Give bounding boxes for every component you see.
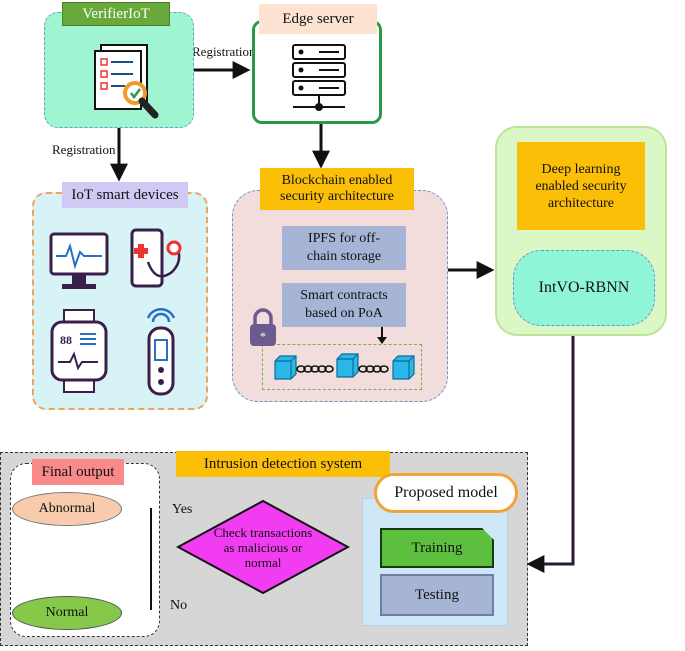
verifier-iot-box bbox=[44, 12, 194, 128]
normal-output: Normal bbox=[12, 596, 122, 630]
document-verify-icon bbox=[94, 44, 159, 119]
smart-line2: based on PoA bbox=[305, 306, 383, 321]
edge-server-title: Edge server bbox=[259, 4, 377, 34]
testing-stage: Testing bbox=[380, 574, 494, 616]
ecg-monitor-icon bbox=[49, 232, 109, 289]
ipfs-storage-box: IPFS for off-chain storage bbox=[282, 226, 406, 270]
smart-contracts-box: Smart contracts based on PoA bbox=[282, 283, 406, 327]
edge-label-registration-top: Registration bbox=[192, 44, 256, 59]
iot-devices-title: IoT smart devices bbox=[62, 182, 188, 208]
blockchain-chain-box bbox=[262, 344, 422, 390]
decision-diamond bbox=[176, 499, 350, 595]
ipfs-line2: chain storage bbox=[306, 249, 382, 264]
edge-label-registration-left: Registration bbox=[52, 142, 116, 157]
edge-server-box bbox=[252, 20, 382, 124]
verifier-iot-title: VerifierIoT bbox=[62, 2, 170, 26]
arrow-dl-to-proposed bbox=[526, 336, 575, 573]
sensor-remote-icon bbox=[146, 308, 176, 396]
decision-line1: Check transactions bbox=[213, 524, 313, 540]
dl-title-line3: architecture bbox=[547, 195, 615, 211]
blockchain-title-line1: Blockchain enabled bbox=[281, 173, 393, 188]
decision-line2: as malicious or bbox=[223, 539, 303, 555]
no-label: No bbox=[170, 598, 188, 613]
ipfs-line1: IPFS for off- bbox=[307, 231, 381, 246]
dl-title-line1: Deep learning bbox=[541, 161, 621, 177]
server-rack-icon bbox=[292, 44, 346, 111]
ids-title: Intrusion detection system bbox=[176, 451, 390, 477]
block-chain-icon bbox=[274, 353, 415, 380]
padlock-symbol: * bbox=[260, 329, 266, 343]
proposed-model-title: Proposed model bbox=[374, 473, 518, 513]
training-stage: Training bbox=[380, 528, 494, 568]
final-output-title: Final output bbox=[32, 459, 124, 485]
phone-stethoscope-icon bbox=[130, 228, 182, 288]
smartwatch-icon: 88 bbox=[50, 309, 108, 393]
intvo-rbnn-model: IntVO-RBNN bbox=[513, 250, 655, 326]
blockchain-title-line2: security architecture bbox=[280, 189, 394, 204]
smart-line1: Smart contracts bbox=[300, 288, 388, 303]
dl-title-line2: enabled security bbox=[535, 178, 627, 194]
yes-label: Yes bbox=[172, 502, 193, 517]
iot-devices-box: 88 bbox=[32, 192, 208, 410]
svg-text:88: 88 bbox=[60, 333, 72, 347]
decision-line3: normal bbox=[244, 554, 282, 570]
arrow-contracts-to-chain bbox=[377, 327, 387, 344]
decision-branch-line bbox=[150, 508, 152, 610]
padlock-icon bbox=[250, 308, 276, 346]
abnormal-output: Abnormal bbox=[12, 492, 122, 526]
